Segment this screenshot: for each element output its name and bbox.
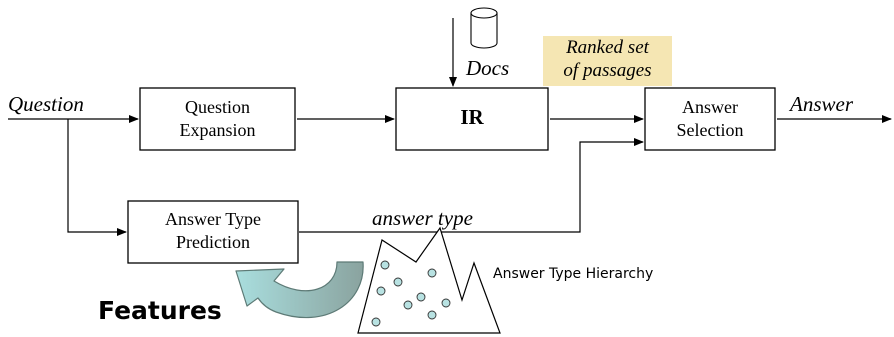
answer-type-label: answer type [372,206,473,230]
question-expansion-box [139,87,296,151]
mountain-hierarchy-icon [357,226,501,334]
curved-feedback-arrow-icon [235,261,364,319]
answer-type-prediction-label: Answer Type Prediction [165,209,261,252]
features-label: Features [98,296,222,325]
ir-box [395,87,549,151]
hierarchy-label: Answer Type Hierarchy [493,266,654,282]
answer-type-prediction-box [127,200,299,264]
answer-selection-box [644,87,776,151]
docs-label: Docs [466,56,510,80]
database-cylinder-icon [470,7,498,49]
answer-label: Answer [790,92,853,116]
answer-selection-label: Answer Selection [676,97,744,140]
ranked-passages-label: Ranked set of passages [543,36,672,86]
question-expansion-label: Question Expansion [179,97,256,140]
ir-label: IR [460,105,484,129]
arrow-question-to-prediction [67,119,127,236]
question-label: Question [8,92,84,116]
